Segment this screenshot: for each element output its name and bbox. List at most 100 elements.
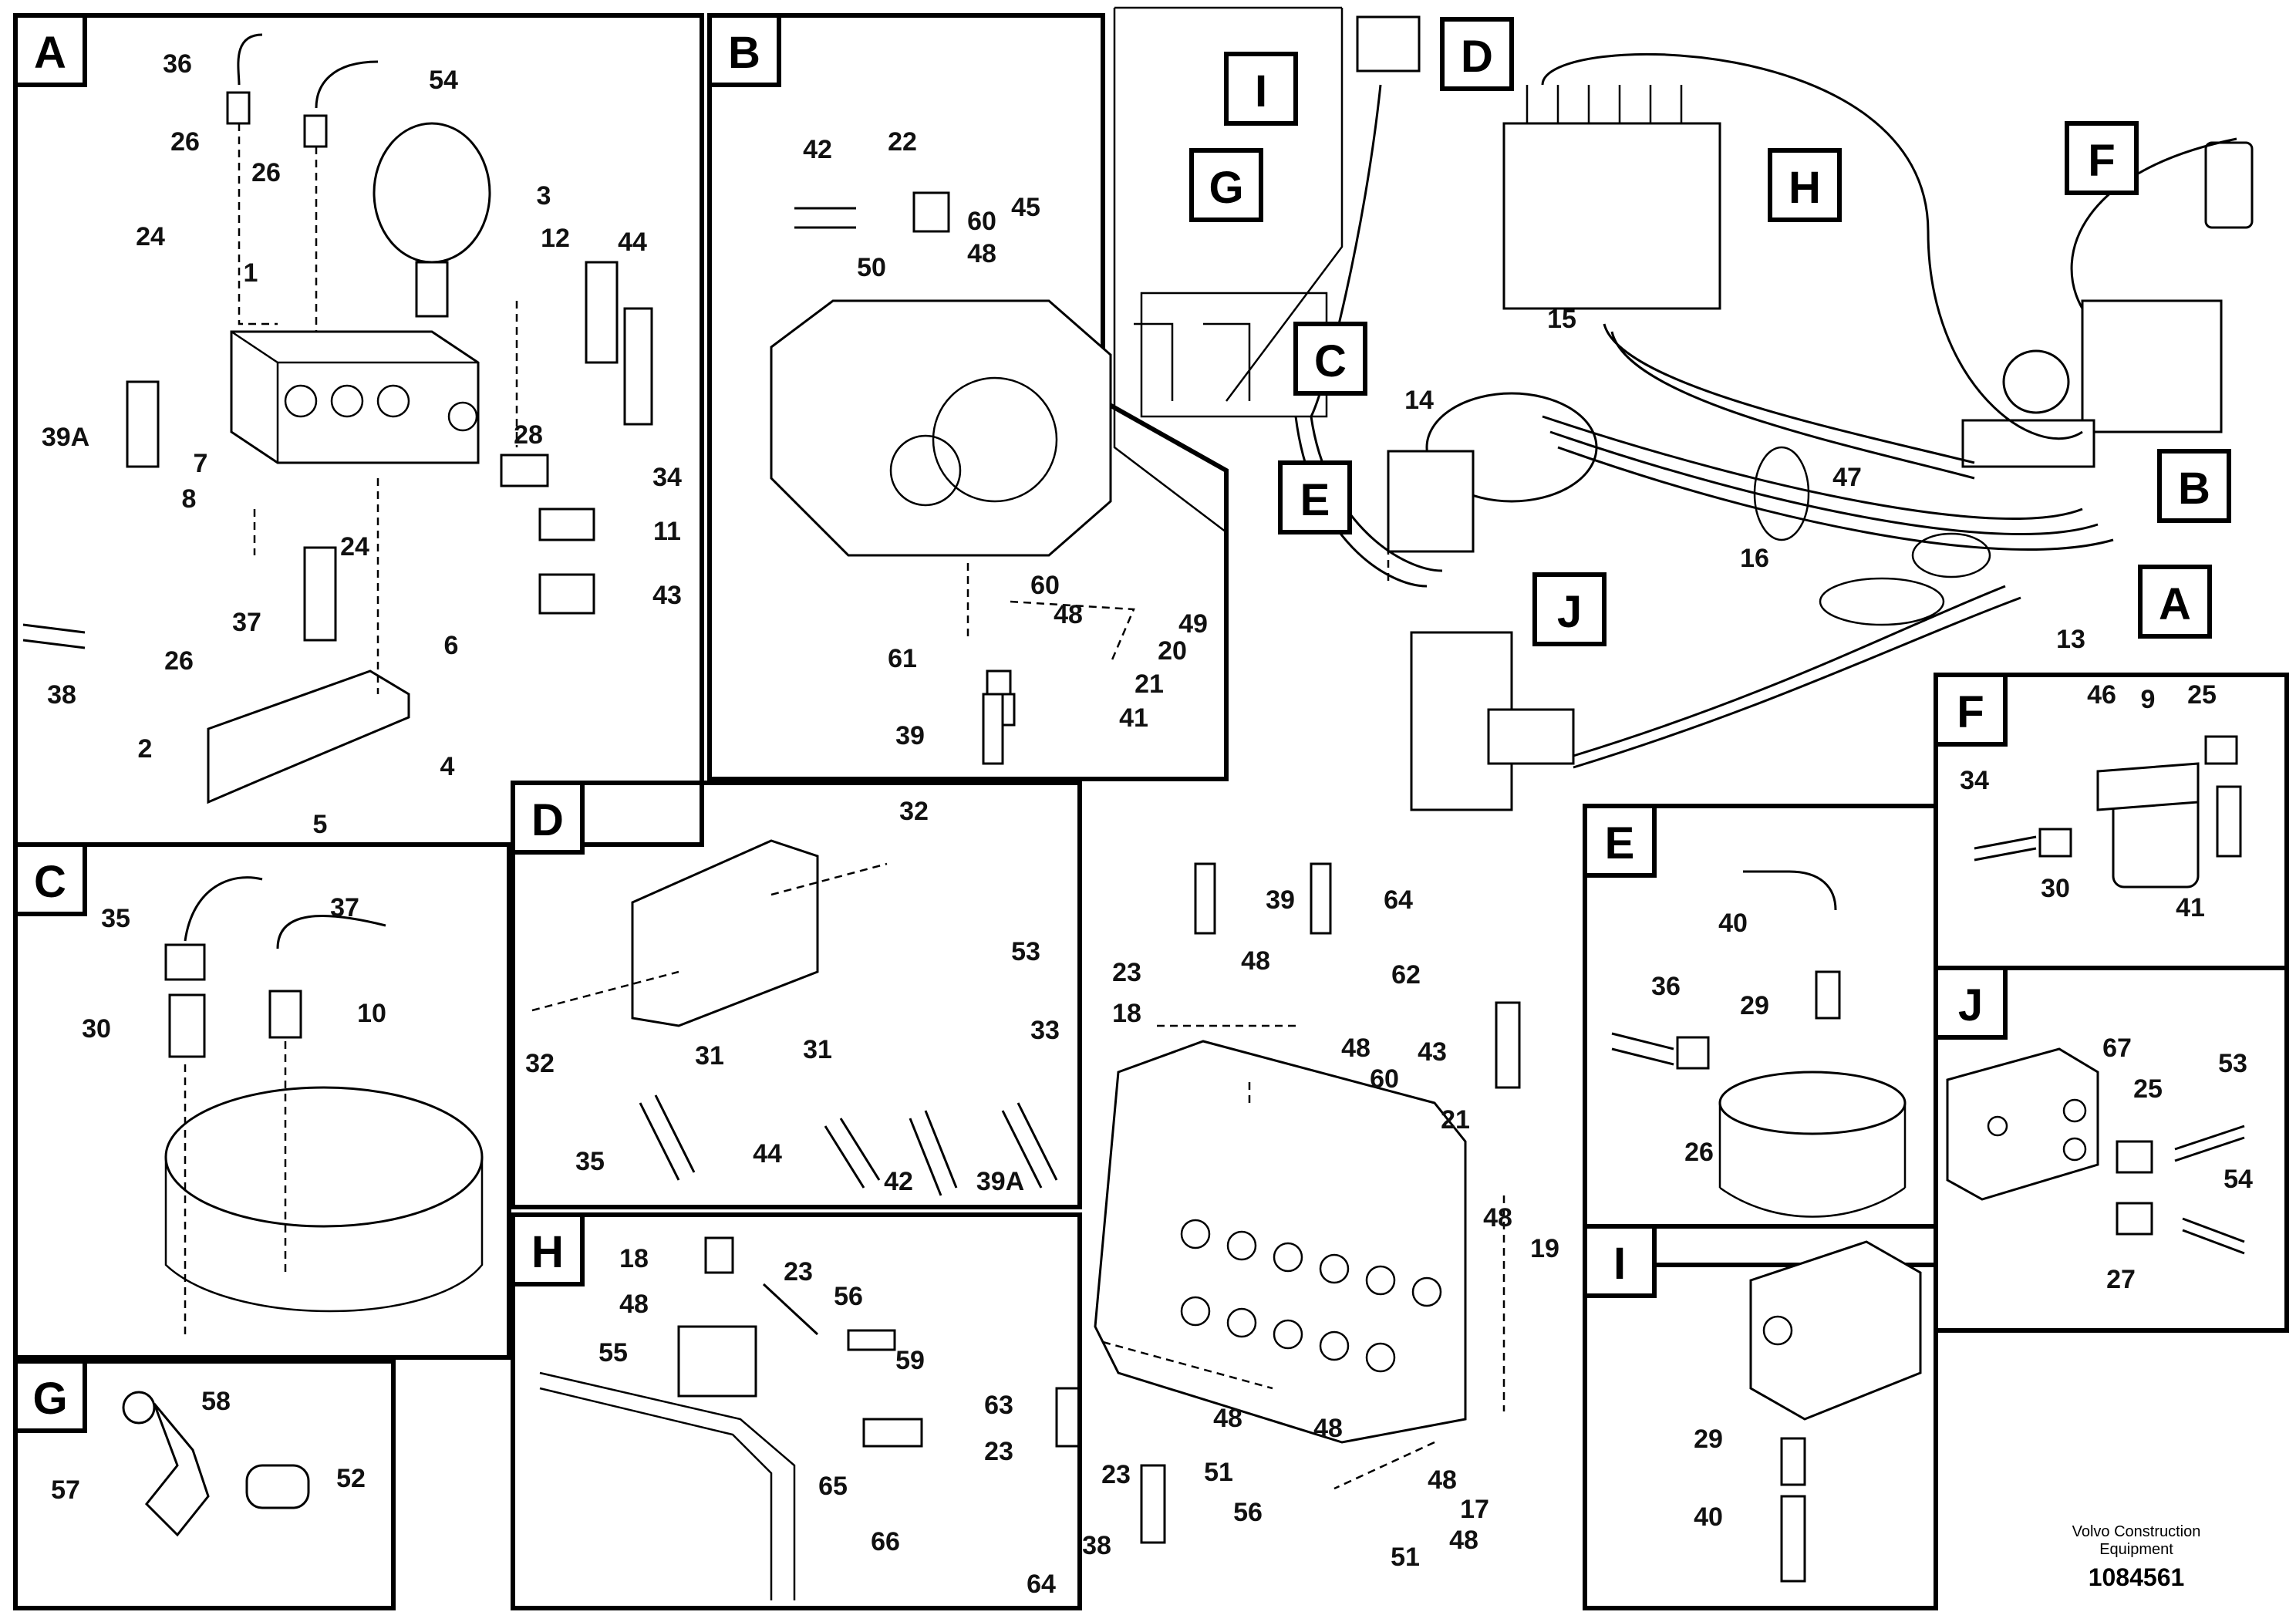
callout-44: 44 <box>753 1139 782 1168</box>
callout-35: 35 <box>101 904 130 933</box>
callout-25: 25 <box>2133 1074 2163 1104</box>
callout-30: 30 <box>2041 874 2070 903</box>
plate-icon <box>631 839 819 1027</box>
callout-43: 43 <box>1418 1037 1447 1067</box>
callout-29: 29 <box>1694 1425 1723 1454</box>
callout-23: 23 <box>1101 1460 1131 1489</box>
callout-19: 19 <box>1530 1234 1559 1263</box>
callout-28: 28 <box>514 420 543 450</box>
callout-56: 56 <box>834 1282 863 1311</box>
panel-h: H <box>511 1212 1082 1610</box>
callout-25: 25 <box>2187 680 2217 710</box>
callout-65: 65 <box>818 1472 848 1501</box>
callout-20: 20 <box>1158 636 1187 666</box>
callout-39: 39 <box>1266 885 1295 915</box>
panel-d: D <box>511 781 1082 1209</box>
callout-67: 67 <box>2102 1034 2132 1063</box>
block-icon <box>1356 15 1421 73</box>
callout-42: 42 <box>803 135 832 164</box>
panel-e-tag: E <box>1605 818 1635 868</box>
tag-j: J <box>1557 587 1582 637</box>
tag-f: F <box>2088 136 2115 186</box>
callout-26: 26 <box>1684 1138 1714 1167</box>
credit-block: Volvo Construction Equipment 1084561 <box>2036 1523 2237 1592</box>
callout-26: 26 <box>170 127 200 157</box>
callout-6: 6 <box>444 631 459 660</box>
callout-51: 51 <box>1391 1543 1420 1572</box>
callout-9: 9 <box>2141 685 2156 714</box>
callout-1: 1 <box>244 258 258 288</box>
tag-h: H <box>1789 163 1821 213</box>
overview-illustration <box>1113 6 2254 811</box>
panel-d-tag: D <box>531 795 564 845</box>
panel-j-tag: J <box>1958 980 1983 1030</box>
callout-23: 23 <box>784 1257 813 1286</box>
callout-48: 48 <box>1483 1203 1512 1233</box>
callout-44: 44 <box>618 228 647 257</box>
panel-f: F <box>1934 673 2289 970</box>
callout-52: 52 <box>336 1464 366 1493</box>
callout-12: 12 <box>541 224 570 253</box>
callout-30: 30 <box>82 1014 111 1044</box>
callout-26: 26 <box>164 646 194 676</box>
callout-59: 59 <box>895 1346 925 1375</box>
callout-41: 41 <box>1119 703 1148 733</box>
callout-60: 60 <box>1030 571 1060 600</box>
callout-57: 57 <box>51 1475 80 1505</box>
tag-i: I <box>1255 66 1267 116</box>
callout-24: 24 <box>136 222 165 251</box>
tag-a: A <box>2159 579 2191 629</box>
panel-g-callouts: 58 52 57 <box>51 1387 366 1505</box>
callout-54: 54 <box>2224 1165 2253 1194</box>
callout-53: 53 <box>2218 1049 2247 1078</box>
callout-26: 26 <box>251 158 281 187</box>
callout-22: 22 <box>888 127 917 157</box>
callout-40: 40 <box>1718 909 1748 938</box>
callout-17: 17 <box>1460 1495 1489 1524</box>
callout-18: 18 <box>619 1244 649 1273</box>
callout-62: 62 <box>1391 960 1421 990</box>
panel-d-callouts: 32 53 32 31 31 33 35 44 42 39A <box>525 797 1060 1196</box>
callout-37: 37 <box>232 608 261 637</box>
tag-c: C <box>1314 336 1347 386</box>
callout-64: 64 <box>1027 1570 1056 1599</box>
valve-detail-callouts: 39 64 23 48 62 18 48 60 43 21 48 19 63 4… <box>984 885 1559 1599</box>
callout-36: 36 <box>1651 972 1681 1001</box>
callout-39a: 39A <box>42 423 89 452</box>
panel-f-callouts: 46 9 25 34 30 41 <box>1960 680 2217 922</box>
credit-line-2: Equipment <box>2099 1541 2173 1558</box>
callout-60: 60 <box>967 207 996 236</box>
panel-i-tag: I <box>1613 1239 1626 1289</box>
callout-48: 48 <box>1341 1034 1371 1063</box>
panel-g: G <box>13 1359 396 1610</box>
callout-34: 34 <box>652 463 682 492</box>
tag-g: G <box>1209 163 1243 213</box>
callout-31: 31 <box>803 1035 832 1064</box>
callout-39a: 39A <box>976 1167 1024 1196</box>
panel-b-tag: B <box>728 28 760 78</box>
control-valve-icon <box>1094 1040 1467 1444</box>
drawing-number: 1084561 <box>2088 1563 2185 1591</box>
callout-2: 2 <box>138 734 153 764</box>
callout-21: 21 <box>1441 1105 1470 1135</box>
panel-c: C <box>13 842 511 1360</box>
block-icon <box>1749 1240 1922 1421</box>
junction-block-icon <box>1946 1047 2099 1201</box>
callout-23: 23 <box>984 1437 1013 1466</box>
callout-18: 18 <box>1112 999 1141 1028</box>
callout-48: 48 <box>619 1290 649 1319</box>
swivel-icon <box>164 1086 484 1228</box>
callout-42: 42 <box>884 1167 913 1196</box>
panel-i: I <box>1583 1224 1938 1610</box>
panel-a: A <box>13 13 704 847</box>
callout-14: 14 <box>1404 386 1434 415</box>
callout-43: 43 <box>652 581 682 610</box>
callout-29: 29 <box>1740 991 1769 1020</box>
callout-48: 48 <box>1241 946 1270 976</box>
callout-38: 38 <box>1082 1531 1111 1560</box>
swivel-top-icon <box>1718 1071 1907 1135</box>
callout-48: 48 <box>1054 600 1083 629</box>
credit-line-1: Volvo Construction <box>2072 1523 2201 1540</box>
panel-c-callouts: 37 35 30 10 <box>82 893 386 1044</box>
